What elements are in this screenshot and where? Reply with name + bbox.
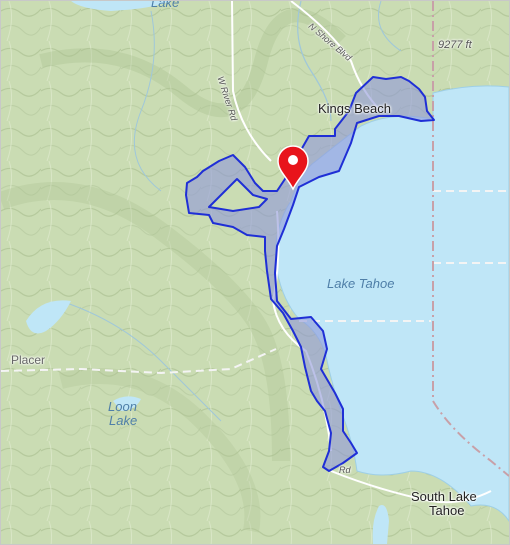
south-lake-tahoe-label-line2: Tahoe	[429, 503, 465, 518]
lake-top-label: Lake	[151, 0, 180, 10]
stream	[378, 1, 402, 52]
elevation-label: 9277 ft	[438, 39, 472, 51]
loon-lake-label-line1: Loon	[108, 399, 137, 414]
loon-lake-label-line2: Lake	[109, 413, 138, 428]
lake-small	[26, 300, 71, 334]
state-line	[432, 1, 509, 477]
location-pin-icon[interactable]	[277, 145, 309, 191]
lake-tahoe-label: Lake Tahoe	[327, 276, 395, 291]
rd-label: Rd	[339, 465, 351, 475]
placer-county-label: Placer	[11, 353, 46, 367]
kings-beach-label: Kings Beach	[318, 101, 391, 116]
ridge-shading	[59, 368, 261, 533]
ridge-shading	[1, 182, 290, 462]
stream	[297, 1, 332, 122]
road-w-river	[231, 1, 272, 162]
road-south	[330, 470, 492, 504]
stream	[60, 300, 222, 422]
ridge-shading	[39, 8, 346, 118]
boundary-cutout	[208, 178, 268, 212]
lake-small	[372, 505, 389, 544]
loon-lake-water	[113, 396, 141, 411]
south-lake-tahoe-label-line1: South Lake	[411, 489, 477, 504]
boundary-region[interactable]	[185, 76, 435, 472]
county-line	[1, 348, 277, 375]
stream	[133, 10, 162, 192]
lake-top-water	[71, 1, 171, 11]
